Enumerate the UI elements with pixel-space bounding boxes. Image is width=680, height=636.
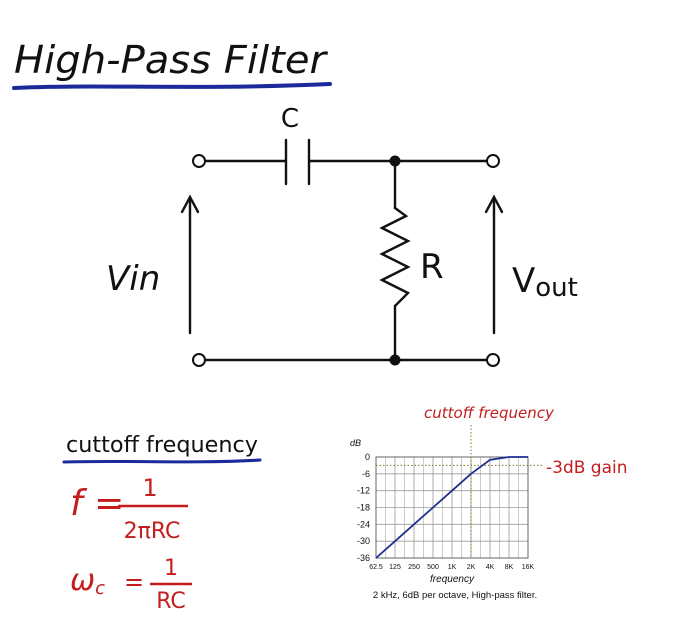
gain-label: -3dB gain <box>546 458 628 478</box>
junction-bottom <box>389 354 401 366</box>
svg-text:2πRC: 2πRC <box>124 519 181 544</box>
y-tick-label: -12 <box>357 486 370 496</box>
resistor-label: R <box>420 247 444 287</box>
y-tick-label: -30 <box>357 536 370 546</box>
y-tick-label: -6 <box>362 469 370 479</box>
svg-text:ωc: ωc <box>70 563 105 599</box>
resistor <box>379 206 411 308</box>
title: High-Pass Filter <box>14 38 328 82</box>
output-terminal-bottom <box>486 353 500 367</box>
output-terminal-top <box>486 154 500 168</box>
x-tick-label: 1K <box>448 564 457 571</box>
input-terminal-top <box>192 154 206 168</box>
svg-text:1: 1 <box>164 556 178 581</box>
svg-text:1: 1 <box>142 474 157 502</box>
vout-label: Vout <box>512 261 578 303</box>
x-tick-label: 16K <box>522 564 535 571</box>
capacitor-label: C <box>281 104 299 134</box>
formula-heading: cuttoff frequency <box>66 433 258 458</box>
y-tick-label: -18 <box>357 503 370 513</box>
svg-text:f =: f = <box>70 483 124 524</box>
x-tick-label: 62.5 <box>369 564 383 571</box>
junction-top <box>389 155 401 167</box>
y-tick-label: -24 <box>357 519 370 529</box>
x-axis-label: frequency <box>430 574 475 585</box>
x-tick-label: 2K <box>467 564 476 571</box>
angular-frequency-formula: ωc = 1 RC <box>70 556 192 614</box>
x-tick-label: 8K <box>505 564 514 571</box>
title-underline <box>12 82 332 90</box>
y-tick-label: -36 <box>357 553 370 563</box>
svg-text:RC: RC <box>156 589 186 614</box>
x-tick-label: 125 <box>389 564 401 571</box>
cutoff-frequency-label: cuttoff frequency <box>424 404 555 422</box>
y-axis-label: dB <box>350 438 361 448</box>
x-tick-label: 500 <box>427 564 439 571</box>
formula-heading-underline <box>62 458 262 464</box>
x-tick-label: 250 <box>408 564 420 571</box>
y-tick-label: 0 <box>365 452 370 462</box>
frequency-formula: f = 1 2πRC <box>70 474 188 544</box>
input-terminal-bottom <box>192 353 206 367</box>
chart-caption: 2 kHz, 6dB per octave, High-pass filter. <box>373 590 537 601</box>
x-tick-label: 4K <box>486 564 495 571</box>
circuit <box>180 138 504 362</box>
svg-text:=: = <box>124 568 144 596</box>
plot-frame <box>375 456 529 559</box>
vin-label: Vin <box>106 259 160 299</box>
